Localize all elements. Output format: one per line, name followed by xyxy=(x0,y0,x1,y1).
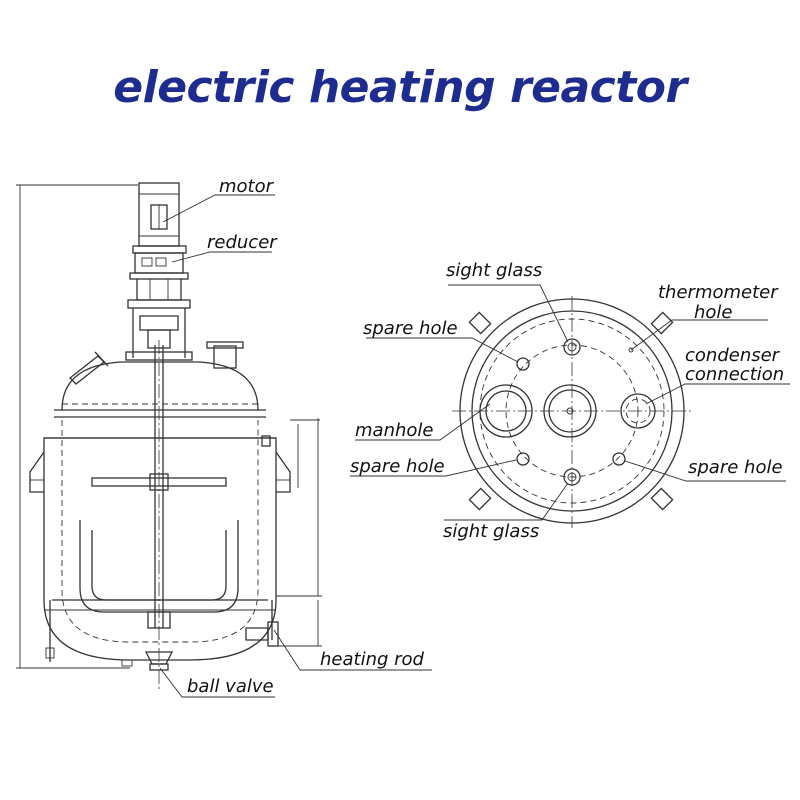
center-nozzle xyxy=(543,384,597,438)
label-reducer: reducer xyxy=(207,232,278,253)
sight-glass-bottom xyxy=(563,468,581,486)
label-condenser-line1: condenser xyxy=(685,345,781,366)
label-spare-hole-right: spare hole xyxy=(688,457,783,478)
label-motor: motor xyxy=(219,176,275,197)
label-sight-glass-top: sight glass xyxy=(446,260,542,281)
label-thermometer-hole-line1: thermometer xyxy=(658,282,779,303)
side-view-leaders xyxy=(159,194,432,698)
condenser-connection xyxy=(620,393,656,429)
label-thermometer-hole-line2: hole xyxy=(694,302,733,323)
agitator-blade xyxy=(91,477,227,487)
top-view xyxy=(452,296,692,528)
spare-hole-upper-left xyxy=(516,357,530,371)
top-view-leaders xyxy=(350,284,790,521)
side-view xyxy=(16,182,322,690)
support-lug xyxy=(468,311,674,511)
vessel-top-head xyxy=(61,361,259,411)
label-sight-glass-bottom: sight glass xyxy=(443,521,539,542)
sight-glass-top xyxy=(563,338,581,356)
heating-rod-fitting xyxy=(245,627,269,641)
vessel-jacket xyxy=(43,437,277,661)
label-spare-hole-upper-left: spare hole xyxy=(363,318,458,339)
spare-hole-lower-left xyxy=(516,452,530,466)
label-condenser-line2: connection xyxy=(685,364,784,385)
label-ball-valve: ball valve xyxy=(187,676,274,697)
label-heating-rod: heating rod xyxy=(320,649,425,670)
label-manhole: manhole xyxy=(355,420,433,441)
spare-hole-right xyxy=(612,452,626,466)
label-spare-hole-lower-left: spare hole xyxy=(350,456,445,477)
thermometer-hole xyxy=(628,347,634,353)
page-title: electric heating reactor xyxy=(113,62,687,113)
